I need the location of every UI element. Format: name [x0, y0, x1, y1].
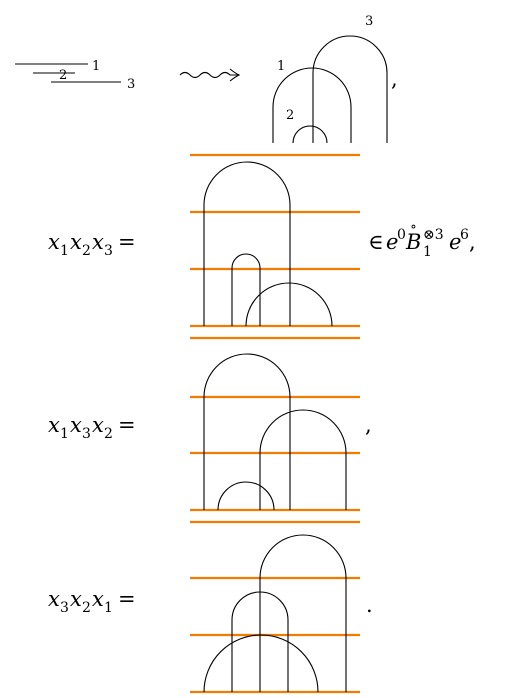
eq1-x2-index: 2: [82, 243, 91, 259]
strand-diagram-2: [190, 353, 360, 524]
arc-narrow: [231, 253, 261, 326]
eq2-x2-index: 2: [104, 426, 113, 442]
arc-label-3: 3: [365, 14, 373, 29]
eq2-trailing-comma: ,: [365, 413, 372, 437]
eq2-equals: =: [118, 413, 136, 437]
segment-label-2: 2: [59, 68, 67, 83]
eq2-x1-index: 1: [60, 426, 69, 442]
eq1-e-left: e: [386, 230, 398, 254]
equation-3-lhs: x 3 x 2 x 1 =: [48, 587, 136, 616]
arc-large: [203, 161, 291, 326]
arc-label-2: 2: [286, 108, 294, 123]
eq3-trailing-period: .: [366, 593, 373, 617]
strand-diagram-1: [190, 153, 360, 340]
arc-3: [312, 35, 388, 143]
squiggle-arrow: [179, 68, 241, 82]
eq1-x3-index: 3: [104, 243, 113, 259]
equation-1-lhs: x 1 x 2 x 3 =: [48, 230, 136, 259]
arc-label-1: 1: [277, 59, 285, 74]
eq3-x1-index: 1: [104, 600, 113, 616]
equation-2-lhs: x 1 x 3 x 2 =: [48, 413, 136, 442]
eq1-B: B: [405, 230, 421, 254]
arc-half-disk: [203, 634, 319, 693]
segment-diagram: 1 2 3: [15, 59, 135, 92]
eq1-B-accent: ∘: [410, 219, 417, 235]
segment-label-1: 1: [92, 59, 100, 74]
eq1-x1-index: 1: [60, 243, 69, 259]
eq3-equals: =: [118, 587, 136, 611]
arc-half-disk: [217, 481, 275, 511]
arrow-head: [229, 68, 241, 82]
equation-1-rhs: ∈ e 0 B ∘ 1 ⊗3 e 6 ,: [368, 219, 476, 260]
arc-half-disk: [245, 282, 333, 327]
squiggle-path: [179, 71, 238, 79]
eq2-x2: x: [92, 413, 104, 437]
eq2-x1: x: [48, 413, 60, 437]
arc-medium: [231, 591, 289, 692]
eq3-x3: x: [48, 587, 60, 611]
arc-2: [292, 125, 328, 144]
eq3-x3-index: 3: [60, 600, 69, 616]
eq1-trailing-comma: ,: [469, 230, 476, 254]
eq1-member-symbol: ∈: [368, 230, 384, 254]
arc-medium: [259, 409, 347, 510]
arch-diagram-top: 3 1 2 ,: [272, 14, 398, 144]
eq2-x3-index: 3: [82, 426, 91, 442]
eq1-e-left-sup: 0: [397, 227, 406, 243]
eq3-x2: x: [70, 587, 82, 611]
strand-diagram-3: [190, 534, 360, 694]
eq1-e-right-sup: 6: [460, 227, 469, 243]
eq1-x3: x: [92, 230, 104, 254]
eq1-B-sub: 1: [423, 244, 432, 260]
eq2-x3: x: [70, 413, 82, 437]
arc-1: [272, 67, 352, 143]
eq3-x2-index: 2: [82, 600, 91, 616]
top-trailing-comma: ,: [391, 67, 398, 91]
arc-large: [259, 534, 347, 692]
eq1-x2: x: [70, 230, 82, 254]
eq1-x1: x: [48, 230, 60, 254]
arc-large: [203, 353, 291, 510]
eq1-e-right: e: [449, 230, 461, 254]
eq1-B-sup: ⊗3: [423, 227, 444, 243]
segment-label-3: 3: [127, 77, 135, 92]
eq1-equals: =: [118, 230, 136, 254]
eq3-x1: x: [92, 587, 104, 611]
